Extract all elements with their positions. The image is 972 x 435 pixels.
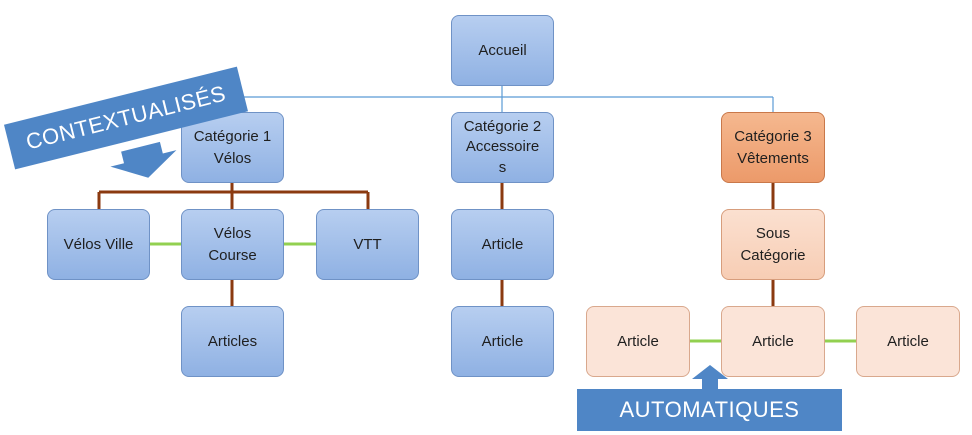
node-label: Accueil xyxy=(478,41,527,59)
node-label: Catégorie 1 xyxy=(193,127,272,145)
node-c3-article-left: Article xyxy=(586,306,690,377)
banner-automatiques: AUTOMATIQUES xyxy=(577,389,842,431)
node-sous-categorie: Sous Catégorie xyxy=(721,209,825,280)
node-label: Vélos xyxy=(213,149,252,167)
node-velos-course: Vélos Course xyxy=(181,209,284,280)
node-vtt: VTT xyxy=(316,209,419,280)
node-label: s xyxy=(498,158,507,176)
node-label: Vélos xyxy=(213,224,252,242)
node-velos-ville: Vélos Ville xyxy=(47,209,150,280)
node-c3-article-mid: Article xyxy=(721,306,825,377)
node-c2-article-2: Article xyxy=(451,306,554,377)
node-articles: Articles xyxy=(181,306,284,377)
node-label: VTT xyxy=(353,235,382,253)
node-categorie-3: Catégorie 3 Vêtements xyxy=(721,112,825,183)
node-c2-article-1: Article xyxy=(451,209,554,280)
node-c3-article-right: Article xyxy=(856,306,960,377)
node-label: Course xyxy=(208,246,257,264)
arrow-up-icon xyxy=(692,365,728,391)
node-label: Article xyxy=(752,332,794,350)
node-label: Vêtements xyxy=(737,149,809,167)
hierarchy-connectors xyxy=(97,183,775,306)
node-label: Catégorie 2 xyxy=(463,118,542,136)
sibling-connectors xyxy=(150,242,856,343)
node-categorie-2: Catégorie 2 Accessoire s xyxy=(451,112,554,183)
node-label: Catégorie xyxy=(740,246,806,264)
arrow-down-icon xyxy=(110,141,177,178)
node-label: Catégorie 3 xyxy=(734,127,812,145)
node-categorie-1: Catégorie 1 Vélos xyxy=(181,112,284,183)
node-label: Article xyxy=(617,332,659,350)
node-label: Vélos Ville xyxy=(63,235,134,253)
node-label: Article xyxy=(481,332,524,350)
node-label: Article xyxy=(481,235,524,253)
node-label: Accessoire xyxy=(465,138,540,156)
node-label: Articles xyxy=(207,332,258,350)
banner-label: AUTOMATIQUES xyxy=(619,397,800,422)
node-label: Sous xyxy=(755,224,791,242)
node-label: Article xyxy=(887,332,929,350)
top-level-connectors xyxy=(231,86,774,112)
node-accueil: Accueil xyxy=(451,15,554,86)
